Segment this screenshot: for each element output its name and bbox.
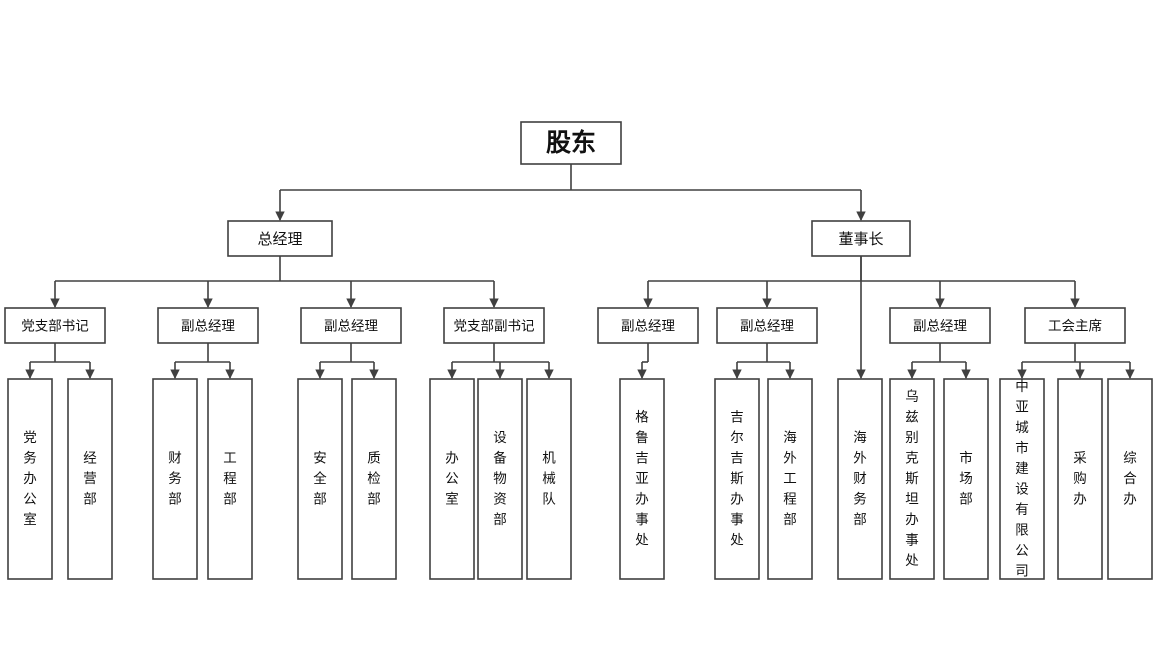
node-text: 副总经理: [324, 319, 378, 335]
node-text: 办公室: [445, 451, 459, 508]
node-rect: [714, 378, 760, 580]
node-text: 董事长: [838, 230, 883, 248]
leaf-node-leaf-10[interactable]: 格鲁吉亚办事处: [619, 378, 665, 580]
node-text: 副总经理: [740, 319, 794, 335]
node-text: 吉尔吉斯办事处: [730, 410, 744, 549]
node-text: 综合办: [1123, 451, 1137, 508]
node-text: 党务办公室: [23, 430, 37, 528]
leaf-node-leaf-15[interactable]: 市场部: [943, 378, 989, 580]
node-rect: [943, 378, 989, 580]
node-text: 副总经理: [621, 319, 675, 335]
node-rect: [477, 378, 523, 580]
node-rect: [443, 307, 545, 344]
node-text: 中亚城市建设有限公司: [1015, 379, 1029, 580]
node-text: 党支部书记: [21, 319, 89, 335]
node-text: 党支部副书记: [454, 319, 535, 335]
node-rect: [300, 307, 402, 344]
leaf-node-leaf-17[interactable]: 采购办: [1057, 378, 1103, 580]
leaf-node-leaf-12[interactable]: 海外工程部: [767, 378, 813, 580]
node-text: 采购办: [1073, 451, 1087, 508]
node-text: 质检部: [367, 451, 381, 508]
leaf-node-leaf-8[interactable]: 设备物资部: [477, 378, 523, 580]
connector-lines: [25, 164, 1135, 379]
node-text: 股东: [546, 128, 596, 157]
leaf-node-leaf-5[interactable]: 安全部: [297, 378, 343, 580]
leaf-node-leaf-4[interactable]: 工程部: [207, 378, 253, 580]
level2-node-gm[interactable]: 总经理: [227, 220, 333, 257]
node-rect: [67, 378, 113, 580]
node-text: 总经理: [257, 230, 302, 248]
node-rect: [716, 307, 818, 344]
node-text: 乌兹别克斯坦办事处: [905, 389, 919, 569]
node-rect: [1024, 307, 1126, 344]
node-boxes: 股东总经理董事长党支部书记副总经理副总经理党支部副书记副总经理副总经理副总经理工…: [4, 121, 1153, 580]
level3-node-l3-8[interactable]: 工会主席: [1024, 307, 1126, 344]
node-text: 副总经理: [913, 319, 967, 335]
node-rect: [207, 378, 253, 580]
level3-node-l3-1[interactable]: 党支部书记: [4, 307, 106, 344]
node-rect: [619, 378, 665, 580]
node-text: 海外财务部: [853, 430, 867, 528]
leaf-node-leaf-18[interactable]: 综合办: [1107, 378, 1153, 580]
root-node-shareholders[interactable]: 股东: [520, 121, 622, 165]
node-text: 机械队: [542, 451, 556, 508]
node-text: 工会主席: [1048, 319, 1102, 335]
node-rect: [1107, 378, 1153, 580]
node-rect: [889, 378, 935, 580]
node-rect: [351, 378, 397, 580]
leaf-node-leaf-11[interactable]: 吉尔吉斯办事处: [714, 378, 760, 580]
level3-node-l3-6[interactable]: 副总经理: [716, 307, 818, 344]
node-rect: [597, 307, 699, 344]
node-text: 设备物资部: [493, 430, 507, 528]
node-rect: [837, 378, 883, 580]
leaf-node-leaf-1[interactable]: 党务办公室: [7, 378, 53, 580]
node-text: 副总经理: [181, 319, 235, 335]
node-rect: [811, 220, 911, 257]
node-rect: [429, 378, 475, 580]
leaf-node-leaf-14[interactable]: 乌兹别克斯坦办事处: [889, 378, 935, 580]
node-rect: [7, 378, 53, 580]
leaf-node-leaf-6[interactable]: 质检部: [351, 378, 397, 580]
leaf-node-leaf-13[interactable]: 海外财务部: [837, 378, 883, 580]
node-rect: [1057, 378, 1103, 580]
leaf-node-leaf-3[interactable]: 财务部: [152, 378, 198, 580]
node-text: 财务部: [168, 451, 182, 508]
level3-node-l3-2[interactable]: 副总经理: [157, 307, 259, 344]
node-text: 海外工程部: [783, 430, 797, 528]
level3-node-l3-5[interactable]: 副总经理: [597, 307, 699, 344]
leaf-node-leaf-7[interactable]: 办公室: [429, 378, 475, 580]
node-rect: [227, 220, 333, 257]
node-rect: [297, 378, 343, 580]
level3-node-l3-4[interactable]: 党支部副书记: [443, 307, 545, 344]
leaf-node-leaf-9[interactable]: 机械队: [526, 378, 572, 580]
node-rect: [157, 307, 259, 344]
node-text: 工程部: [223, 451, 237, 508]
level3-node-l3-7[interactable]: 副总经理: [889, 307, 991, 344]
node-rect: [520, 121, 622, 165]
node-rect: [152, 378, 198, 580]
node-text: 安全部: [313, 451, 327, 508]
node-rect: [767, 378, 813, 580]
node-rect: [889, 307, 991, 344]
level3-node-l3-3[interactable]: 副总经理: [300, 307, 402, 344]
node-rect: [4, 307, 106, 344]
leaf-node-leaf-2[interactable]: 经营部: [67, 378, 113, 580]
leaf-node-leaf-16[interactable]: 中亚城市建设有限公司: [999, 378, 1045, 580]
level2-node-chairman[interactable]: 董事长: [811, 220, 911, 257]
node-text: 经营部: [83, 451, 97, 508]
node-rect: [526, 378, 572, 580]
node-rect: [999, 378, 1045, 580]
node-text: 格鲁吉亚办事处: [635, 410, 649, 549]
node-text: 市场部: [959, 450, 973, 508]
